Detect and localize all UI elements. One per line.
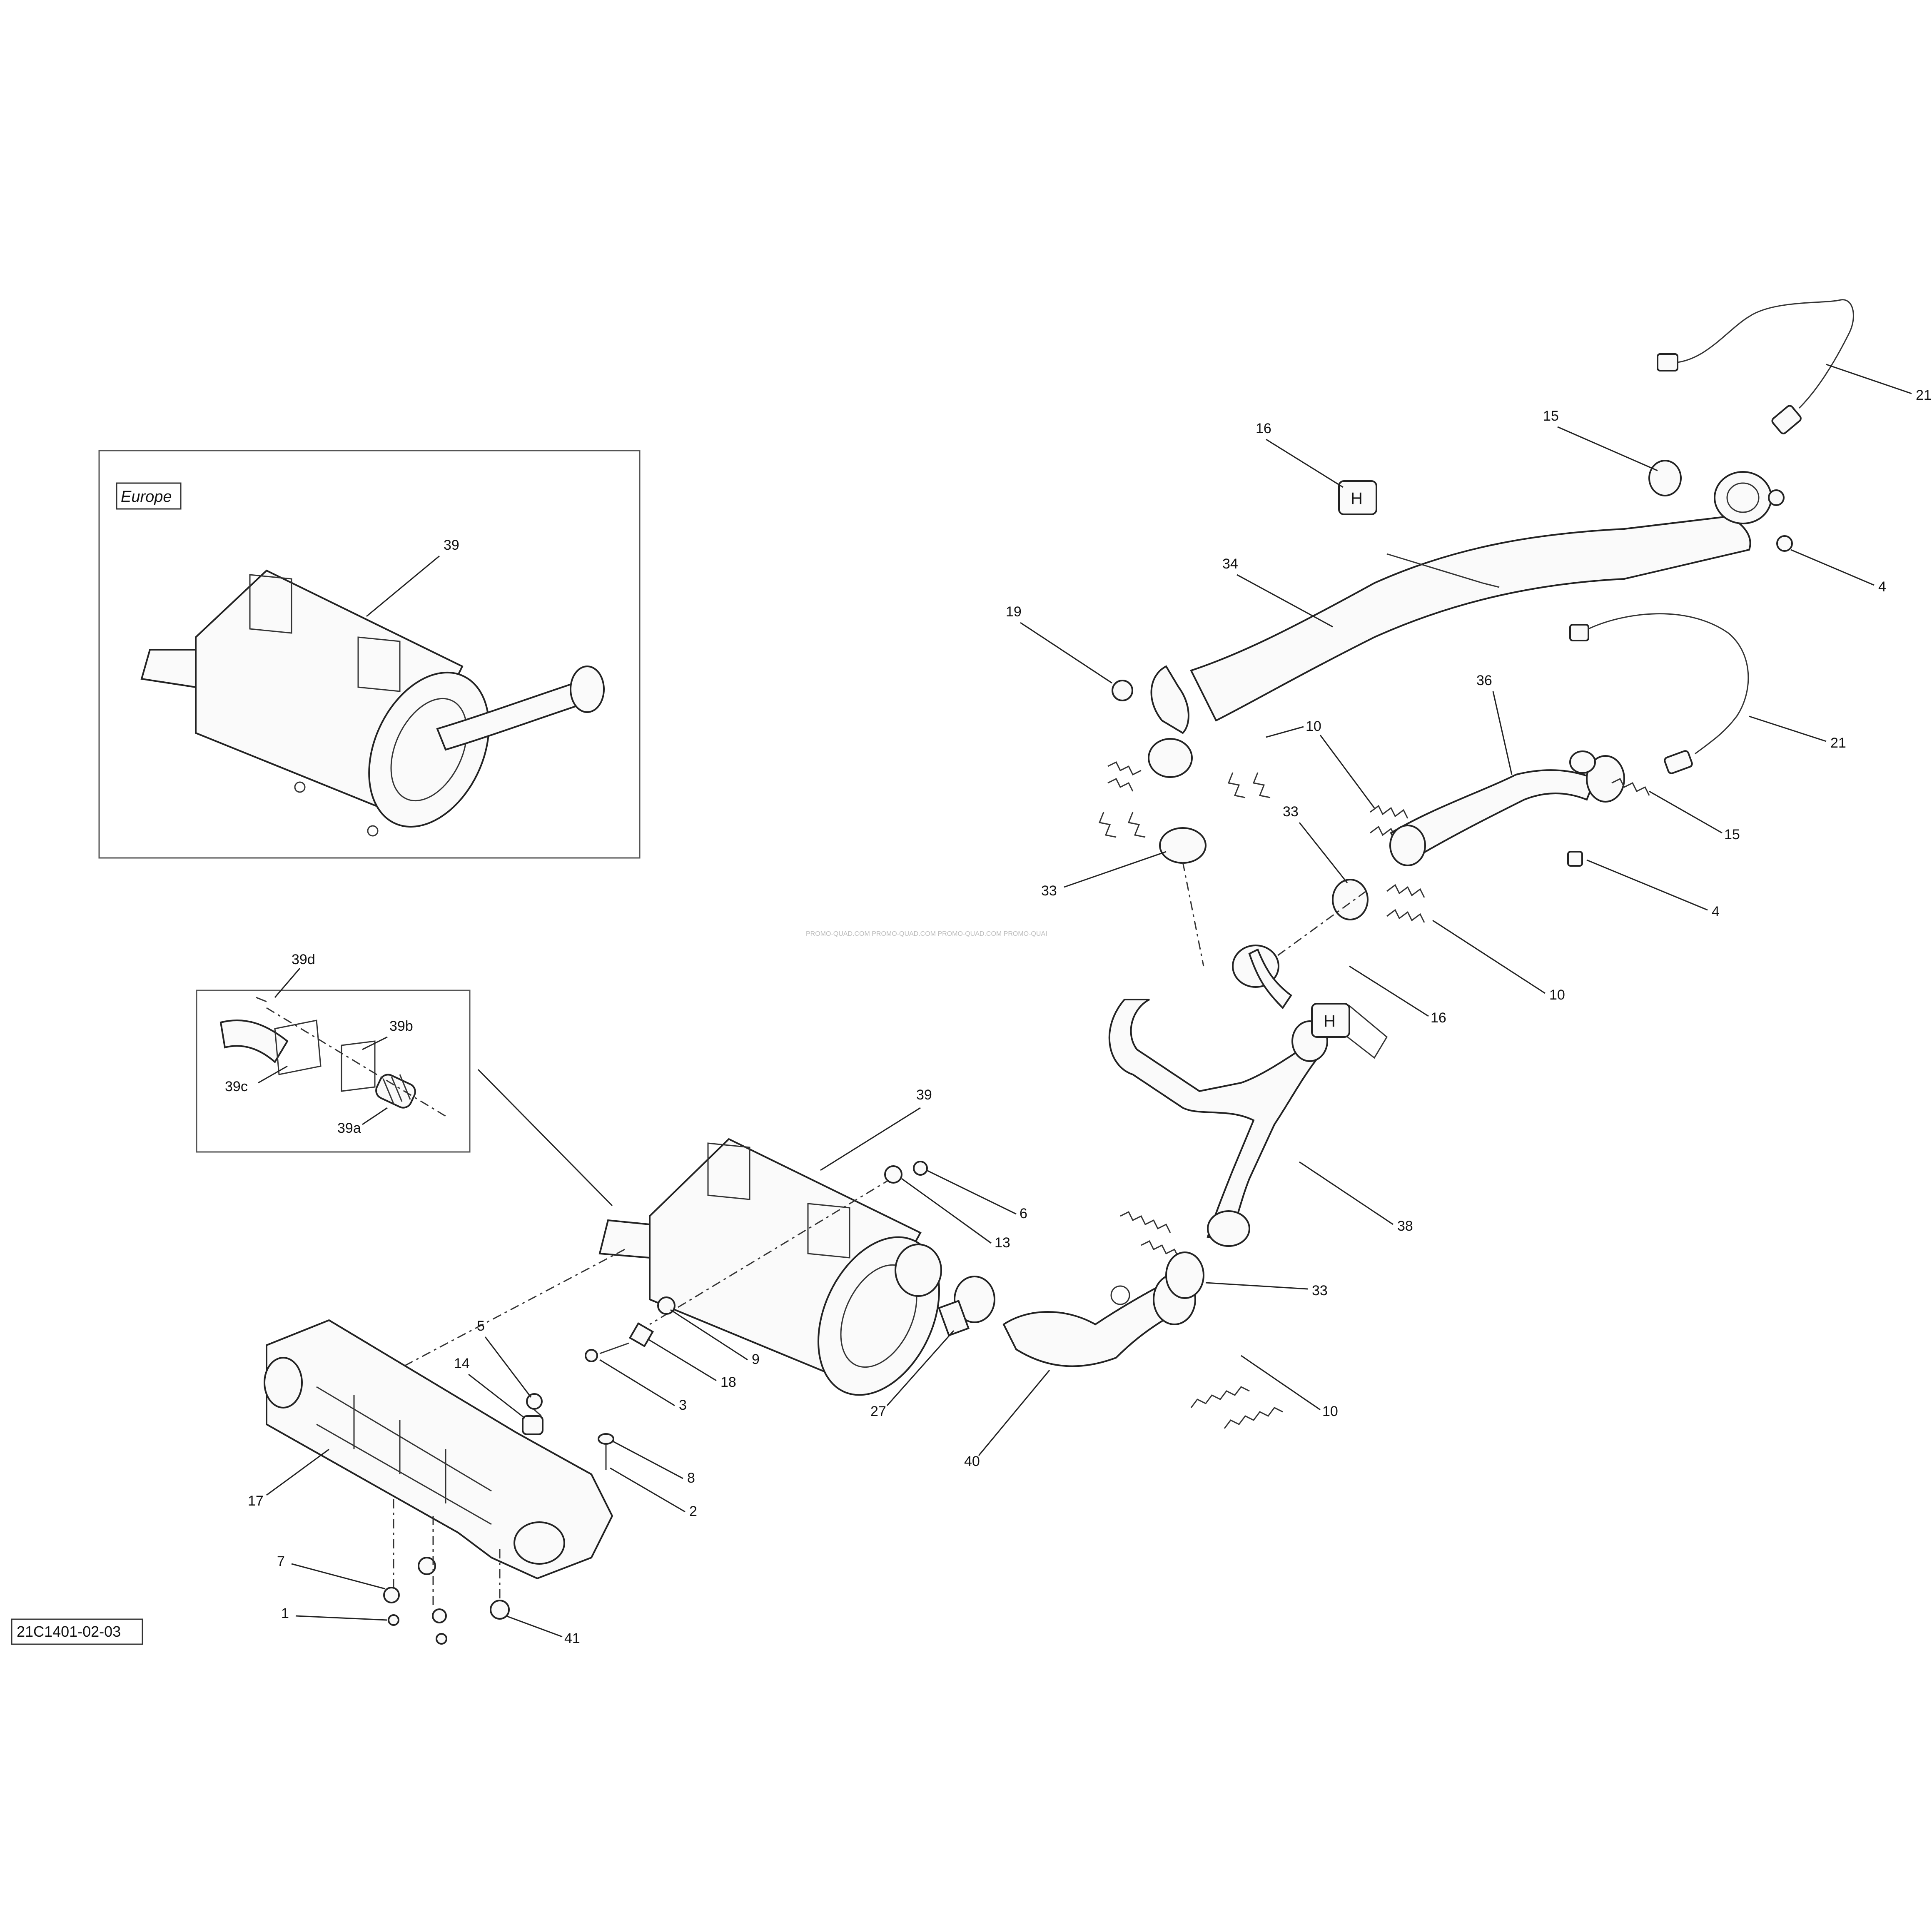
muffler-hardware [585, 1161, 928, 1362]
nut-4-mid [1567, 851, 1583, 867]
header-pipe [1148, 471, 1772, 778]
callout-36: 36 [1476, 673, 1492, 688]
rear-header-pipe [1389, 750, 1625, 866]
europe-label-box [116, 482, 182, 510]
callout-18: 18 [720, 1374, 736, 1390]
callout-1: 1 [281, 1605, 289, 1621]
callout-17: 17 [248, 1493, 264, 1509]
callout-10-mid: 10 [1549, 987, 1565, 1003]
watermark: PROMO-QUAD.COM PROMO-QUAD.COM PROMO-QUAD… [806, 930, 1047, 937]
callout-15-mid: 15 [1724, 827, 1740, 843]
europe-label: Europe [121, 488, 172, 506]
callout-33-mid: 33 [1283, 804, 1299, 820]
callout-14: 14 [454, 1356, 470, 1371]
gasket-33-top [1159, 827, 1207, 864]
drawing-number-box [11, 1618, 143, 1645]
callout-16-mid: 16 [1431, 1010, 1446, 1026]
gasket-15-top [1648, 460, 1682, 496]
shield-hardware [383, 1393, 614, 1645]
nut-4-top-b [1776, 535, 1793, 552]
callout-4-mid: 4 [1712, 904, 1720, 920]
callout-40: 40 [964, 1453, 980, 1469]
callout-5: 5 [477, 1318, 485, 1334]
callout-33-left: 33 [1041, 883, 1057, 899]
o2-sensor-mid [1569, 613, 1749, 774]
callout-19: 19 [1006, 604, 1022, 620]
europe-inset: Europe 39 [98, 450, 641, 859]
callout-2: 2 [689, 1503, 697, 1519]
callout-10-top: 10 [1306, 718, 1321, 734]
main-muffler [333, 1069, 942, 1404]
gasket-33-lower [1165, 1251, 1204, 1299]
callout-3: 3 [679, 1397, 687, 1413]
europe-muffler [140, 569, 605, 837]
callout-10-low: 10 [1322, 1404, 1338, 1419]
drawing-number: 21C1401-02-03 [17, 1623, 121, 1640]
nut-4-top-a [1768, 489, 1785, 506]
o2-sensor-top [1657, 299, 1854, 434]
springs-top [1098, 761, 1408, 840]
callout-39d: 39d [292, 952, 315, 967]
callout-7: 7 [277, 1553, 285, 1569]
heat-shield [264, 1319, 613, 1580]
springs-mid [1386, 884, 1425, 923]
callout-27: 27 [870, 1404, 886, 1419]
callout-21-top: 21 [1916, 387, 1932, 403]
callout-6: 6 [1020, 1206, 1027, 1222]
hanger-16-mid: H [1311, 1003, 1350, 1038]
callout-34: 34 [1222, 556, 1238, 572]
clamp-and-tailpipe [937, 1274, 1196, 1367]
callout-9: 9 [752, 1351, 760, 1367]
callout-16-top: 16 [1256, 421, 1271, 436]
y-pipe [1108, 945, 1388, 1247]
callout-39a: 39a [337, 1120, 361, 1136]
springs-lower [1120, 1211, 1283, 1429]
gasket-15-mid [1611, 778, 1650, 796]
callout-39c: 39c [225, 1079, 248, 1094]
callout-41: 41 [564, 1630, 580, 1646]
callout-33-low: 33 [1312, 1283, 1328, 1299]
svg-text:H: H [1324, 1012, 1336, 1030]
callout-4-top: 4 [1878, 579, 1886, 595]
nut-19 [1112, 680, 1133, 701]
gasket-33-mid [1332, 879, 1369, 920]
callout-38: 38 [1397, 1218, 1413, 1234]
callout-8: 8 [687, 1470, 695, 1486]
flange-detail-inset: 39d 39b 39c 39a [196, 952, 471, 1153]
callout-21-mid: 21 [1830, 735, 1846, 751]
flange-detail-parts [219, 997, 446, 1117]
callout-15-top: 15 [1543, 408, 1559, 424]
callout-39-main: 39 [916, 1087, 932, 1103]
svg-text:H: H [1351, 489, 1363, 508]
callout-13: 13 [995, 1235, 1010, 1251]
callout-39-europe: 39 [444, 537, 459, 553]
callout-39b: 39b [389, 1018, 413, 1034]
hanger-16-top: H [1338, 480, 1377, 515]
